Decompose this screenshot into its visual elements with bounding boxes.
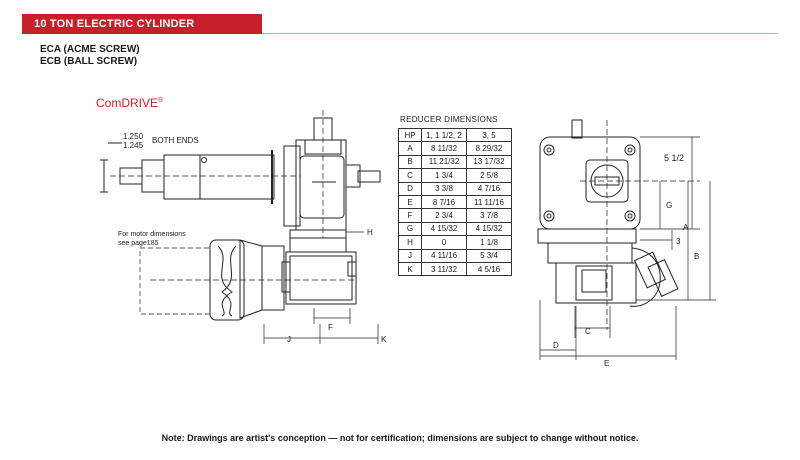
row-value-small: 3 11/32 — [421, 261, 467, 277]
dim-f-label: F — [328, 323, 333, 332]
row-value-small: 11 21/32 — [421, 154, 467, 170]
dim-c-label: C — [585, 327, 591, 336]
footer-note: Note: Drawings are artist's conception —… — [161, 433, 639, 443]
dim-note-label: BOTH ENDS — [152, 136, 199, 145]
row-key: E — [398, 194, 422, 210]
dim-h-label: H — [367, 228, 373, 237]
row-value-small: 8 11/32 — [421, 141, 467, 156]
header-hp: HP — [398, 127, 422, 143]
row-key: B — [398, 154, 422, 170]
row-value-small: 3 3/8 — [421, 181, 467, 196]
row-key: J — [398, 248, 422, 263]
row-value-large: 8 29/32 — [466, 141, 512, 156]
brand-name: ComDRIVE — [96, 96, 159, 110]
dim-e-label: E — [604, 359, 609, 368]
row-key: H — [398, 235, 422, 250]
row-value-small: 0 — [421, 235, 467, 250]
brand-mark: ® — [158, 97, 164, 104]
header-hp-small: 1, 1 1/2, 2 — [421, 127, 467, 143]
row-value-large: 2 5/8 — [466, 168, 512, 183]
row-value-small: 4 15/32 — [421, 221, 467, 237]
row-value-large: 1 1/8 — [466, 235, 512, 250]
reducer-table-title: REDUCER DIMENSIONS — [400, 115, 498, 124]
motor-note-line-1: For motor dimensions — [118, 231, 186, 238]
row-value-large: 5 3/4 — [466, 248, 512, 263]
dim-5-1-2-label: 5 1/2 — [664, 153, 684, 163]
row-value-large: 3 7/8 — [466, 208, 512, 223]
row-value-large: 11 11/16 — [466, 194, 512, 210]
row-value-large: 13 17/32 — [466, 154, 512, 170]
row-key: A — [398, 141, 422, 156]
row-value-small: 2 3/4 — [421, 208, 467, 223]
dim-a-label: A — [683, 223, 689, 232]
motor-note-line-2: see page185 — [118, 240, 159, 247]
row-value-large: 4 5/16 — [466, 261, 512, 277]
dim-lower-label: 1.245 — [123, 141, 144, 150]
brand-label: ComDRIVE® — [96, 96, 163, 110]
row-value-large: 4 15/32 — [466, 221, 512, 237]
row-key: G — [398, 221, 422, 237]
table-header-row: HP 1, 1 1/2, 2 3, 5 — [398, 127, 512, 143]
variant-ecb-label: ECB (BALL SCREW) — [40, 56, 138, 67]
variant-eca-label: ECA (ACME SCREW) — [40, 44, 140, 55]
dim-j-label: J — [287, 335, 291, 344]
dim-d-label: D — [553, 341, 559, 350]
header-hp-large: 3, 5 — [466, 127, 512, 143]
row-key: D — [398, 181, 422, 196]
page-title: 10 TON ELECTRIC CYLINDER — [22, 14, 262, 34]
row-value-small: 8 7/16 — [421, 194, 467, 210]
row-key: F — [398, 208, 422, 223]
row-value-large: 4 7/16 — [466, 181, 512, 196]
row-key: K — [398, 261, 422, 277]
row-key: C — [398, 168, 422, 183]
dim-b-label: B — [694, 252, 699, 261]
dim-k-label: K — [381, 335, 387, 344]
title-divider — [262, 33, 778, 34]
dim-g-label: G — [666, 201, 672, 210]
dim-upper-label: 1.250 — [123, 132, 144, 141]
dim-3-label: 3 — [676, 237, 681, 246]
row-value-small: 4 11/16 — [421, 248, 467, 263]
row-value-small: 1 3/4 — [421, 168, 467, 183]
